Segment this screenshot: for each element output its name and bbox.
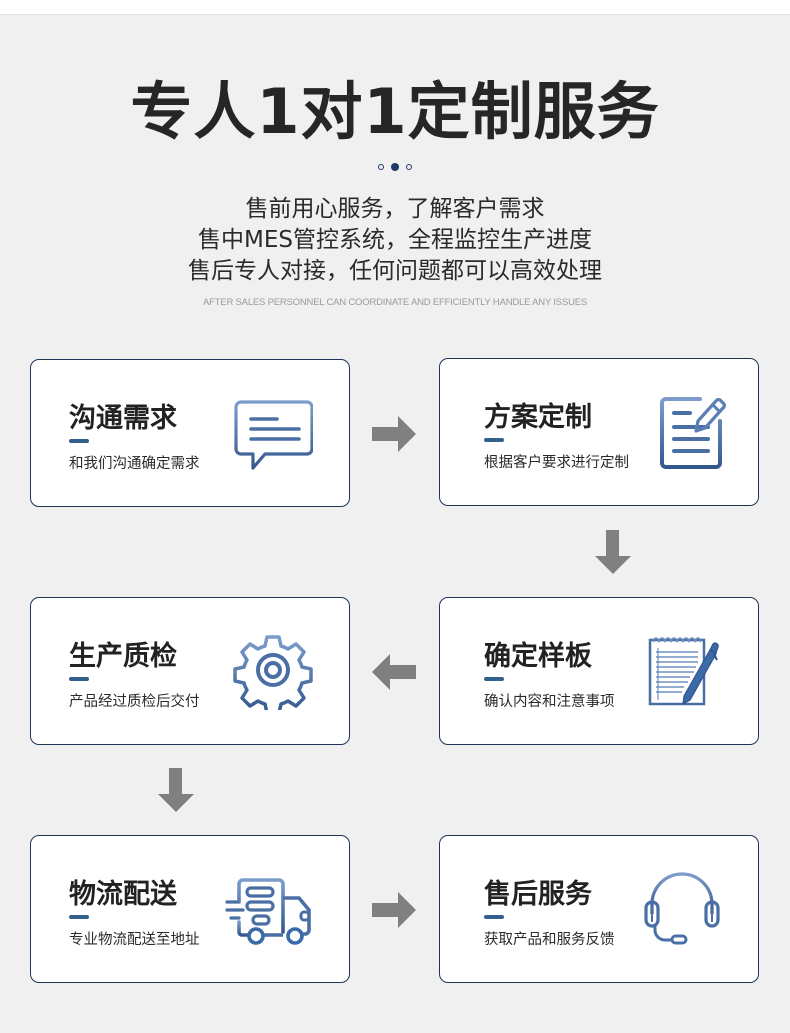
arrow-down-icon <box>595 530 631 574</box>
pager-dot[interactable] <box>406 164 412 170</box>
step-card-custom-plan: 方案定制 根据客户要求进行定制 <box>439 358 759 506</box>
step-subtitle: 专业物流配送至地址 <box>69 932 200 948</box>
step-card-after-sales: 售后服务 获取产品和服务反馈 <box>439 835 759 983</box>
step-title: 物流配送 <box>69 879 177 910</box>
step-title: 方案定制 <box>484 402 592 433</box>
intro-line: 售前用心服务，了解客户需求 <box>245 196 545 222</box>
accent-bar <box>69 915 89 919</box>
step-subtitle: 产品经过质检后交付 <box>69 694 200 710</box>
intro-line: 售后专人对接，任何问题都可以高效处理 <box>188 258 602 284</box>
accent-bar <box>69 677 89 681</box>
pager-dots <box>0 163 790 171</box>
page-title: 专人1对1定制服务 <box>130 75 660 148</box>
pager-dot[interactable] <box>378 164 384 170</box>
step-title: 生产质检 <box>69 641 177 672</box>
accent-bar <box>69 439 89 443</box>
step-subtitle: 获取产品和服务反馈 <box>484 932 615 948</box>
accent-bar <box>484 438 504 442</box>
gear-icon <box>233 635 313 710</box>
arrow-left-icon <box>372 654 416 690</box>
accent-bar <box>484 677 504 681</box>
step-subtitle: 根据客户要求进行定制 <box>484 455 629 471</box>
arrow-down-icon <box>158 768 194 812</box>
headset-icon <box>644 872 720 945</box>
delivery-truck-icon <box>225 878 311 945</box>
step-card-confirm-sample: 确定样板 确认内容和注意事项 <box>439 597 759 745</box>
pager-dot-active[interactable] <box>391 163 399 171</box>
intro-line: 售中MES管控系统，全程监控生产进度 <box>198 227 592 253</box>
intro-text: 售前用心服务，了解客户需求 售中MES管控系统，全程监控生产进度 售后专人对接，… <box>0 194 790 287</box>
step-title: 售后服务 <box>484 879 592 910</box>
chat-bubble-icon <box>234 400 313 470</box>
top-strip <box>0 0 790 15</box>
step-card-quality-inspection: 生产质检 产品经过质检后交付 <box>30 597 350 745</box>
step-card-communicate: 沟通需求 和我们沟通确定需求 <box>30 359 350 507</box>
notepad-pen-icon <box>648 637 719 706</box>
step-subtitle: 和我们沟通确定需求 <box>69 456 200 472</box>
arrow-right-icon <box>372 892 416 928</box>
step-card-logistics: 物流配送 专业物流配送至地址 <box>30 835 350 983</box>
english-caption: AFTER SALES PERSONNEL CAN COORDINATE AND… <box>202 297 588 308</box>
document-edit-icon <box>660 397 726 469</box>
arrow-right-icon <box>372 416 416 452</box>
step-subtitle: 确认内容和注意事项 <box>484 694 615 710</box>
step-title: 确定样板 <box>484 641 592 672</box>
step-title: 沟通需求 <box>69 403 177 434</box>
accent-bar <box>484 915 504 919</box>
